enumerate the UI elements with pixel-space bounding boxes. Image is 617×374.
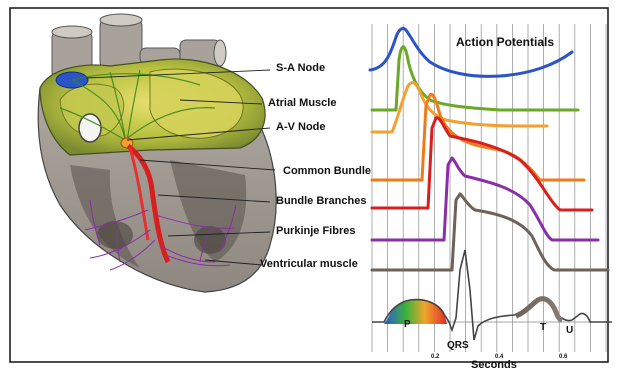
- ecg-label-t: T: [540, 322, 546, 333]
- vessel-opening: [214, 40, 226, 66]
- label-atrial-muscle: Atrial Muscle: [268, 97, 336, 109]
- label-av-node: A-V Node: [276, 121, 326, 133]
- atrial-opening: [79, 114, 101, 142]
- label-purkinje-fibres: Purkinje Fibres: [276, 225, 355, 237]
- ecg-tick-0-2: 0.2: [431, 354, 440, 360]
- ecg-label-p: P: [404, 319, 411, 330]
- papillary-muscle: [194, 226, 226, 254]
- ecg-x-axis-label: Seconds: [471, 359, 517, 369]
- label-sa-node: S-A Node: [276, 62, 325, 74]
- label-ventricular-muscle: Ventricular muscle: [260, 258, 358, 270]
- vessel-opening: [52, 26, 92, 38]
- ecg-label-u: U: [566, 325, 573, 336]
- label-bundle-branches: Bundle Branches: [276, 195, 366, 207]
- vessel-opening: [100, 14, 142, 26]
- ecg-tick-0-6: 0.6: [559, 354, 568, 360]
- ecg-label-qrs: QRS: [447, 340, 469, 351]
- chart-title: Action Potentials: [456, 35, 554, 49]
- label-common-bundle: Common Bundle: [283, 165, 371, 177]
